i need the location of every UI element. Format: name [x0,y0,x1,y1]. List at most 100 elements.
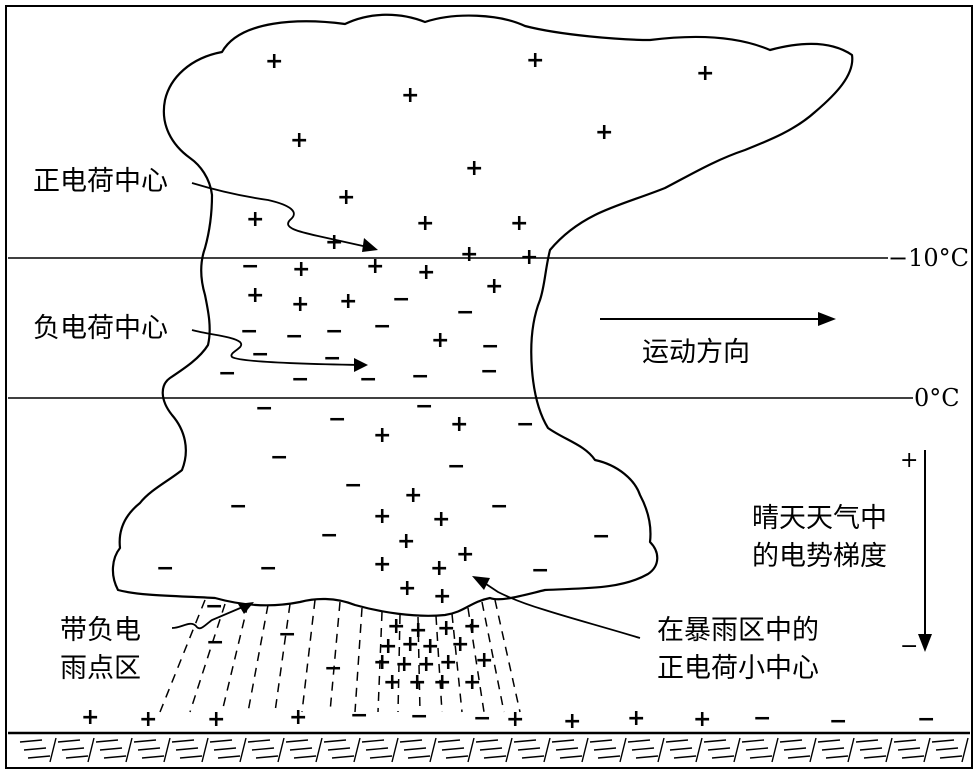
positive-charge-symbol: + [460,242,479,267]
positive-charge-symbol: + [265,49,284,74]
positive-charge-symbol: + [366,254,385,279]
isotherm-0-label: 0°C [914,384,960,412]
positive-charge-symbol: + [387,614,406,639]
positive-charge-symbol: + [437,616,456,641]
positive-charge-symbol: + [207,707,226,732]
positive-charge-symbol: + [395,652,414,677]
negative-charge-symbol: − [917,707,936,732]
positive-charge-symbol: + [417,652,436,677]
positive-charge-symbol: + [465,156,484,181]
rain-streaks [159,599,521,713]
negative-charge-symbol: − [324,656,343,681]
gradient-top-sign: + [900,448,919,473]
negative-charge-symbol: − [285,324,304,349]
negative-charge-symbol: − [328,407,347,432]
positive-charge-symbol: + [450,412,469,437]
positive-charge-symbol: + [506,707,525,732]
negative-charge-symbol: − [206,630,225,655]
fair-weather-label-line2: 的电势梯度 [752,541,887,572]
positive-charge-symbol: + [401,632,420,657]
positive-charge-symbol: + [563,709,582,734]
negative-charge-symbol: − [359,367,378,392]
negative-charge-symbol: − [829,709,848,734]
positive-charge-symbol: + [246,283,265,308]
negative-charge-symbol: − [410,704,429,729]
positive-charge-symbol: + [463,614,482,639]
negative-charge-symbol: − [516,412,535,437]
negative-charge-symbol: − [490,494,509,519]
positive-charge-symbol: + [451,632,470,657]
storm-center-arrowhead [472,576,490,590]
positive-charge-symbol: + [485,274,504,299]
positive-charge-symbol: + [408,670,427,695]
positive-charge-symbol: + [373,650,392,675]
positive-charge-symbol: + [398,576,417,601]
negative-charge-symbol: − [241,254,260,279]
positive-charge-symbol: + [463,670,482,695]
negative-charge-symbol: − [156,556,175,581]
cloud-outline [111,13,854,617]
positive-charge-symbol: + [246,207,265,232]
positive-charge-symbol: + [439,650,458,675]
positive-charge-symbol: + [456,542,475,567]
rain-area-arrowhead [238,602,254,614]
negative-charge-symbol: − [531,558,550,583]
positive-charge-symbol: + [139,707,158,732]
negative-charge-symbol: − [344,473,363,498]
negative-charge-symbol: − [350,703,369,728]
positive-charge-symbol: + [397,529,416,554]
positive-charge-symbol: + [339,289,358,314]
negative-charge-symbol: − [240,319,259,344]
positive-charge-symbol: + [401,83,420,108]
positive-charge-symbol: + [417,260,436,285]
negative-center-pointer [191,329,361,366]
negative-charge-symbol: − [323,346,342,371]
positive-charge-symbol: + [404,483,423,508]
positive-charge-symbol: + [81,705,100,730]
motion-arrowhead [818,312,836,326]
storm-center-label-line2: 正电荷小中心 [657,653,819,684]
positive-charge-symbol: + [291,292,310,317]
positive-charge-symbol: + [431,328,450,353]
positive-center-pointer [191,182,373,249]
positive-charge-symbol: + [373,552,392,577]
positive-charge-symbol: + [526,48,545,73]
positive-charge-symbol: + [627,706,646,731]
negative-charge-symbol: − [218,361,237,386]
positive-charge-symbol: + [475,648,494,673]
negative-charge-symbol: − [456,300,475,325]
positive-charge-symbol: + [289,705,308,730]
frame-border [5,5,973,769]
negative-charge-symbol: − [481,334,500,359]
negative-charge-symbol: − [259,556,278,581]
positive-charge-symbol: + [379,634,398,659]
motion-direction-label: 运动方向 [642,337,750,368]
rain-area-pointer [171,605,246,630]
positive-charge-symbol: + [520,245,539,270]
positive-charge-symbol: + [421,634,440,659]
positive-charge-symbol: + [432,507,451,532]
storm-center-label-line1: 在暴雨区中的 [657,615,819,646]
negative-center-label: 负电荷中心 [33,313,168,344]
positive-charge-symbol: + [337,185,356,210]
negative-charge-symbol: − [373,314,392,339]
positive-charge-symbol: + [416,211,435,236]
negative-charge-symbol: − [205,594,224,619]
storm-center-pointer [479,579,641,639]
negative-charge-symbol: − [480,359,499,384]
positive-center-arrowhead [362,238,378,252]
rain-area-label-line2: 雨点区 [60,653,141,684]
positive-charge-symbol: + [292,257,311,282]
negative-charge-symbol: − [325,319,344,344]
negative-charge-symbol: − [251,342,270,367]
negative-center-arrowhead [354,358,368,372]
positive-charge-symbol: + [433,670,452,695]
positive-charge-symbol: + [696,61,715,86]
ground-hatching [19,737,969,763]
positive-charge-symbol: + [430,556,449,581]
positive-center-label: 正电荷中心 [33,166,168,197]
negative-charge-symbol: − [415,394,434,419]
negative-charge-symbol: − [447,454,466,479]
gradient-arrowhead [918,634,932,652]
